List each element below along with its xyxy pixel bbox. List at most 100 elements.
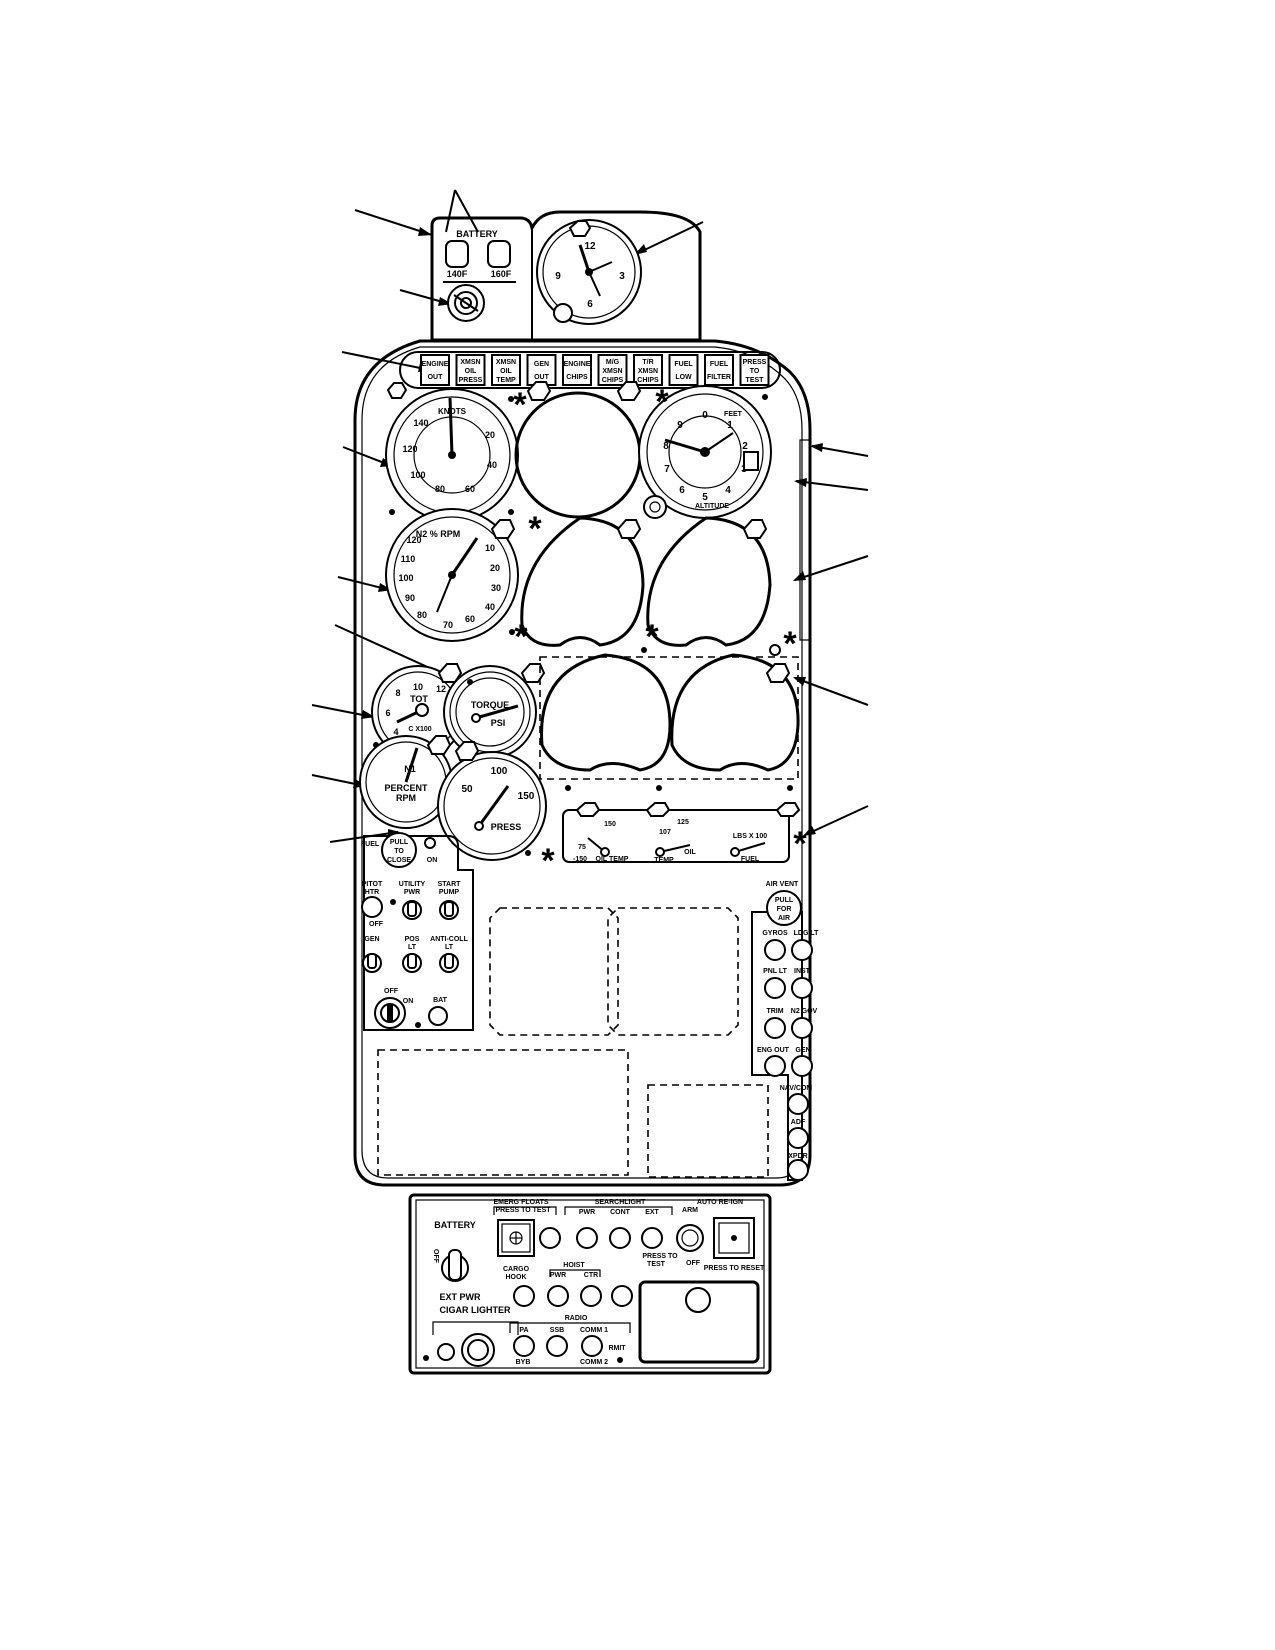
air-vent-for: FOR: [777, 906, 792, 913]
svg-text:*: *: [783, 625, 797, 663]
rpm-60: 60: [465, 614, 475, 624]
hoist-pwr-breaker[interactable]: [547, 1285, 569, 1307]
anticoll-label-1: ANTI-COLL: [430, 936, 468, 943]
svg-text:*: *: [528, 510, 542, 548]
press-title: PRESS: [491, 822, 522, 832]
spare-breaker[interactable]: [611, 1285, 633, 1307]
ignition-key-switch[interactable]: [374, 997, 406, 1029]
searchlight-ext-breaker[interactable]: [641, 1227, 663, 1249]
annunciator-7-bottom: LOW: [675, 374, 692, 381]
press-to-reset-label: PRESS TO RESET: [704, 1265, 765, 1272]
rpm-unit: RPM: [396, 793, 416, 803]
utility-power-toggle[interactable]: [402, 900, 422, 920]
air-vent-pull-knob[interactable]: PULL FOR AIR: [766, 890, 802, 926]
searchlight-cont-breaker[interactable]: [609, 1227, 631, 1249]
air-vent-pull: PULL: [775, 897, 794, 904]
battery-master-switch[interactable]: [441, 1249, 469, 1282]
clock-set-knob[interactable]: [553, 303, 573, 323]
clock-lamp: [568, 220, 592, 237]
press-to-label: PRESS TO: [642, 1253, 678, 1260]
anticoll-label-2: LT: [445, 944, 454, 951]
annunciator-2-bottom: TEMP: [496, 377, 516, 384]
radio-knob[interactable]: [685, 1287, 711, 1313]
emerg-floats-button[interactable]: [497, 1219, 535, 1257]
annunciator-0-top: ENGINE: [422, 361, 449, 368]
tot-title: TOT: [410, 694, 428, 704]
pos-light-toggle[interactable]: [402, 953, 422, 973]
trim-breaker[interactable]: [764, 1017, 786, 1039]
searchlight-pwr-breaker[interactable]: [576, 1227, 598, 1249]
inst-breaker[interactable]: [791, 977, 813, 999]
anti-coll-toggle[interactable]: [439, 953, 459, 973]
annunciator-1-top: XMSN: [460, 359, 480, 366]
switch-panel: FUEL PULL TO CLOSE ON PITOT HTR OFF UTIL…: [361, 832, 474, 1031]
fuel-valve-handle[interactable]: [381, 832, 417, 868]
tot-6: 6: [385, 708, 390, 718]
rpm-110: 110: [401, 554, 416, 564]
annunciator-1-bottom: PRESS: [459, 377, 483, 384]
as-140: 140: [413, 418, 428, 428]
pos-label-2: LT: [408, 944, 417, 951]
altimeter-baro-knob[interactable]: [643, 495, 667, 519]
pitot-label-1: PITOT: [362, 881, 383, 888]
lower-console: BATTERY OFF EXT PWR CIGAR LIGHTER EMERG …: [408, 1193, 772, 1375]
xpdr-breaker[interactable]: [787, 1159, 809, 1181]
adf-breaker[interactable]: [787, 1127, 809, 1149]
gen-toggle[interactable]: [362, 953, 382, 973]
navcom-breaker[interactable]: [787, 1093, 809, 1115]
fuel-pull: PULL: [390, 839, 409, 846]
pa-breaker[interactable]: [513, 1335, 535, 1357]
n2-gov-label: N2 GOV: [791, 1008, 818, 1015]
altimeter: 0 1 2 3 4 5 6 7 8 9 FEET ALTITUDE: [638, 385, 772, 519]
ssb-breaker[interactable]: [546, 1335, 568, 1357]
annunciator-4-bottom: CHIPS: [566, 374, 588, 381]
battery-breaker[interactable]: [428, 1006, 448, 1026]
gen-breaker[interactable]: [791, 1055, 813, 1077]
pnl-lt-breaker[interactable]: [764, 977, 786, 999]
auto-reign-reset-button[interactable]: [713, 1217, 755, 1259]
annunciator-3-bottom: OUT: [534, 374, 550, 381]
press-to-test-label: PRESS TO TEST: [495, 1207, 551, 1214]
eng-g3-a: LBS X 100: [733, 833, 767, 840]
emerg-floats-breaker[interactable]: [539, 1227, 561, 1249]
as-80: 80: [435, 484, 445, 494]
n2-gov-breaker[interactable]: [791, 1017, 813, 1039]
clock-6: 6: [587, 299, 593, 310]
blank-gauge-3: [646, 516, 772, 647]
hoist-ctr-breaker[interactable]: [580, 1285, 602, 1307]
bat-label: BAT: [433, 997, 448, 1004]
eng-out-breaker[interactable]: [764, 1055, 786, 1077]
rheostat-knob[interactable]: [447, 284, 485, 322]
alt-6: 6: [679, 485, 685, 496]
ldg-lt-breaker[interactable]: [791, 939, 813, 961]
start-pump-toggle[interactable]: [439, 900, 459, 920]
gyros-breaker[interactable]: [764, 939, 786, 961]
rpm-70: 70: [443, 620, 453, 630]
rmit-label: RMIT: [608, 1345, 626, 1352]
top-housing: BATTERY 140F 160F 12 3 6 9: [430, 210, 702, 342]
comm1-breaker[interactable]: [581, 1335, 603, 1357]
battery-160f-label: 160F: [491, 269, 512, 279]
eng-g2-a: 125: [677, 819, 689, 826]
eng-g3-b: FUEL: [741, 856, 760, 863]
pitot-label-2: HTR: [365, 889, 379, 896]
start-label-1: START: [438, 881, 462, 888]
cigar-lighter[interactable]: [461, 1333, 495, 1367]
gyros-label: GYROS: [762, 930, 788, 937]
annunciator-5-bottom: CHIPS: [602, 377, 624, 384]
blank-gauge-4: [540, 653, 672, 772]
hoist-ctr-label: CTR: [584, 1272, 598, 1279]
pos-label-1: POS: [405, 936, 420, 943]
annunciator-9-bottom: TEST: [746, 377, 765, 384]
byb-label: BYB: [516, 1359, 531, 1366]
inst-label: INST: [794, 968, 811, 975]
eng-g2-d: TEMP: [654, 857, 674, 864]
arm-label: ARM: [682, 1207, 698, 1214]
auto-reign-switch[interactable]: [676, 1224, 704, 1252]
pitot-heater-breaker[interactable]: [361, 896, 383, 918]
cargo-hook-breaker[interactable]: [513, 1285, 535, 1307]
